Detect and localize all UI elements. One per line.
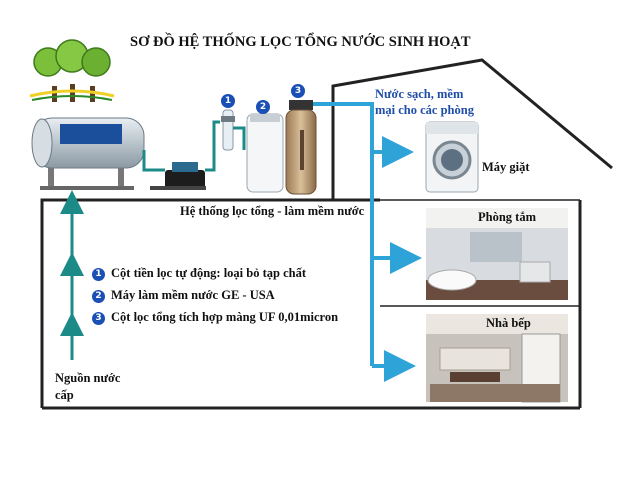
uf-filter-column-icon xyxy=(285,100,317,195)
room-laundry-label: Máy giặt xyxy=(482,160,530,174)
water-tank-icon xyxy=(31,117,145,190)
legend-item-1: 1 Cột tiền lọc tự động: loại bỏ tạp chất xyxy=(92,266,306,281)
intake-pipe xyxy=(142,120,220,172)
prefilter-to-softener-pipe xyxy=(233,126,246,150)
legend-item-3: 3 Cột lọc tổng tích hợp màng UF 0,01micro… xyxy=(92,310,338,325)
badge-2: 2 xyxy=(256,100,270,114)
room-kitchen-label: Nhà bếp xyxy=(486,316,531,330)
legend-text-1: Cột tiền lọc tự động: loại bỏ tạp chất xyxy=(111,266,307,280)
kitchen-photo-icon xyxy=(426,314,568,403)
legend-num-1: 1 xyxy=(92,268,105,281)
legend-num-2: 2 xyxy=(92,290,105,303)
water-softener-icon xyxy=(246,113,284,193)
legend-num-3: 3 xyxy=(92,312,105,325)
tree-logo-icon xyxy=(29,39,115,102)
legend-item-2: 2 Máy làm mềm nước GE - USA xyxy=(92,288,275,303)
prefilter-column-icon xyxy=(221,109,235,151)
badge-3: 3 xyxy=(291,84,305,98)
clean-water-label: Nước sạch, mềm mại cho các phòng xyxy=(375,87,474,117)
source-label: Nguồn nước cấp xyxy=(55,371,121,402)
washing-machine-icon xyxy=(425,121,479,193)
pump-icon xyxy=(150,162,206,190)
distribution-pipes xyxy=(313,102,422,382)
legend-text-2: Máy làm mềm nước GE - USA xyxy=(111,288,275,302)
page-title: SƠ ĐỒ HỆ THỐNG LỌC TỔNG NƯỚC SINH HOẠT xyxy=(130,34,471,50)
bathroom-photo-icon xyxy=(426,208,568,300)
room-bathroom-label: Phòng tắm xyxy=(478,210,536,224)
badge-1: 1 xyxy=(221,94,235,108)
legend-text-3: Cột lọc tổng tích hợp màng UF 0,01micron xyxy=(111,310,339,324)
house-outline xyxy=(40,58,613,410)
system-label: Hệ thống lọc tổng - làm mềm nước xyxy=(180,204,365,218)
